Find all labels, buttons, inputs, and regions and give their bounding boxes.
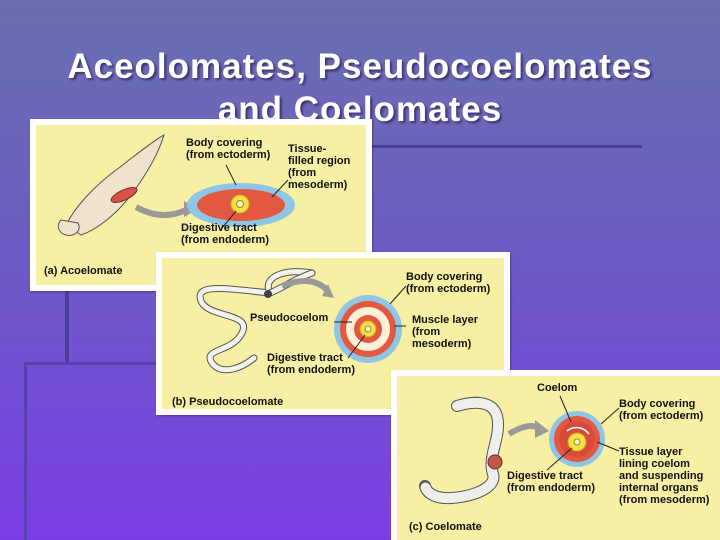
label-b-muscle-layer: Muscle layer (from mesoderm) (412, 314, 479, 350)
label-b-digestive-tract: Digestive tract (from endoderm) (267, 352, 355, 376)
caption-acoelomate: (a) Acoelomate (44, 265, 123, 277)
arrow-b (280, 278, 330, 293)
decor-line-top (370, 145, 642, 148)
flatworm-cut-section (110, 187, 138, 203)
decor-line-left-vertical (65, 290, 69, 362)
leader-c-body (600, 407, 620, 425)
panel-coelomate-bg: Coelom Body covering (from ectoderm) Tis… (397, 376, 720, 540)
label-c-tissue-layer: Tissue layer lining coelom and suspendin… (619, 446, 710, 506)
flatworm-head (57, 219, 80, 236)
acoelomate-gut-inner (236, 200, 244, 208)
roundworm-body-fill (197, 269, 315, 373)
panel-coelomate: Coelom Body covering (from ectoderm) Tis… (391, 370, 720, 540)
leader-b-digestive (347, 334, 366, 359)
decor-line-mid (24, 362, 159, 365)
label-a-digestive-tract: Digestive tract (from endoderm) (181, 222, 269, 246)
earthworm-body-fill (420, 397, 503, 504)
arrow-b-head (322, 284, 334, 298)
arrow-a (134, 204, 188, 218)
title-line-1: Aceolomates, Pseudocoelomates (67, 47, 653, 87)
leader-a-digestive (221, 210, 237, 229)
leader-c-tissue (596, 441, 620, 452)
label-a-tissue-region: Tissue- filled region (from mesoderm) (288, 143, 351, 191)
label-c-coelom: Coelom (537, 382, 578, 394)
acoelomate-illustration (57, 134, 295, 236)
label-a-body-covering: Body covering (from ectoderm) (186, 137, 271, 161)
label-b-body-covering: Body covering (from ectoderm) (406, 271, 491, 295)
panel-acoelomate: Body covering (from ectoderm) Tissue- fi… (30, 119, 372, 291)
pseudocoelomate-illustration (196, 268, 407, 374)
decor-line-left-vertical-2 (24, 362, 27, 540)
leader-c-digestive (546, 447, 573, 471)
roundworm-cut (264, 290, 272, 298)
pseudo-gut-lumen (364, 325, 372, 333)
coelomate-illustration (419, 395, 620, 505)
leader-b-body (389, 285, 407, 305)
arrow-c-head (535, 420, 549, 438)
label-c-digestive-tract: Digestive tract (from endoderm) (507, 470, 595, 494)
leader-c-coelom (559, 395, 572, 423)
coel-gut-lumen (573, 438, 581, 446)
label-b-pseudocoelom: Pseudocoelom (250, 312, 329, 324)
leader-a-body (225, 164, 237, 186)
label-c-body-covering: Body covering (from ectoderm) (619, 398, 704, 422)
coel-mesentery (566, 426, 590, 435)
earthworm-cut (487, 454, 503, 470)
leader-a-tissue (271, 179, 289, 198)
arrow-c (507, 423, 541, 437)
flatworm-body (65, 134, 165, 236)
caption-pseudocoelomate: (b) Pseudocoelomate (172, 396, 284, 408)
slide-title: Aceolomates, Pseudocoelomates and Coelom… (0, 45, 720, 131)
caption-coelomate: (c) Coelomate (409, 521, 482, 533)
